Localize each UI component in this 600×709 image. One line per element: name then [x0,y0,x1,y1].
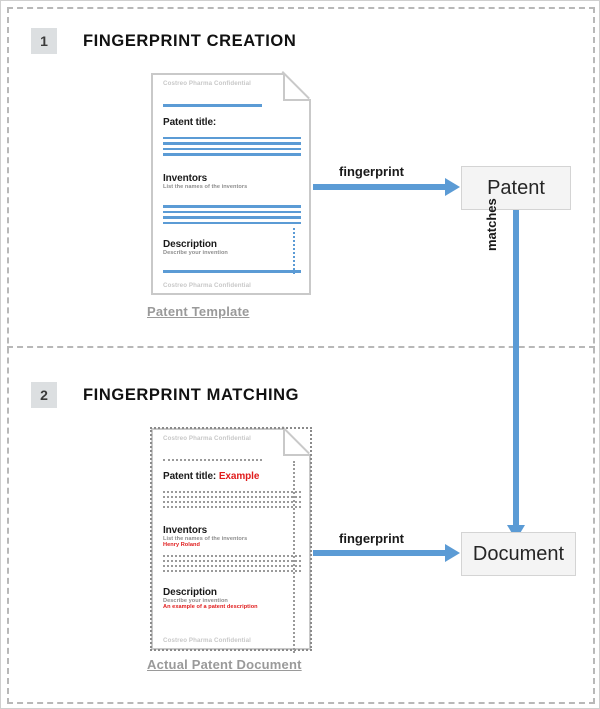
arrow-head-icon [445,544,460,562]
fingerprint-label-top: fingerprint [339,164,404,179]
section-header-1: 1 FINGERPRINT CREATION [31,28,296,54]
page-fold-corner-icon [283,428,311,456]
page-fold-corner-icon [283,73,311,101]
inventors-hint: List the names of the inventors [163,183,248,190]
rule-line [163,104,263,107]
document-result-box[interactable]: Document [461,532,576,576]
patent-template-caption: Patent Template [147,304,250,319]
document-content: Costreo Pharma Confidential Patent title… [163,435,301,653]
rule-line [163,216,301,219]
patent-title-value: Example [218,471,260,482]
section-number-badge-1: 1 [31,28,57,54]
description-hint: Describe your invention [163,250,228,257]
document-sheet [151,428,311,650]
description-label: Description [163,587,217,598]
rule-line [163,147,301,151]
description-label: Description [163,239,217,251]
rule-line [163,204,301,208]
section-title-2: FINGERPRINT MATCHING [83,385,300,404]
rule-line [163,565,301,567]
arrow-head-icon [445,178,460,196]
document-content: Costreo Pharma Confidential Patent title… [163,80,301,289]
confidential-header: Costreo Pharma Confidential [163,80,251,87]
inventors-hint: List the names of the inventors [163,536,248,542]
rule-line [163,270,301,273]
inventors-label: Inventors [163,172,208,184]
patent-title-row: Patent title: Example [163,471,301,482]
rule-line [163,142,301,145]
matches-label: matches [484,198,499,251]
rule-line [163,210,301,214]
section-divider [7,346,595,348]
confidential-footer: Costreo Pharma Confidential [163,282,251,289]
rule-line [163,570,301,572]
patent-result-box[interactable]: Patent [461,166,571,210]
patent-template-document[interactable]: Costreo Pharma Confidential Patent title… [151,73,311,295]
patent-title-label: Patent title: [163,471,217,482]
rule-line [163,496,301,498]
actual-patent-document[interactable]: Costreo Pharma Confidential Patent title… [150,427,312,653]
fingerprint-label-bottom: fingerprint [339,531,404,546]
patent-title-label: Patent title: [163,116,217,128]
rule-line [163,153,301,156]
section-number-badge-2: 2 [31,382,57,408]
confidential-header: Costreo Pharma Confidential [163,435,251,442]
section-title-1: FINGERPRINT CREATION [83,31,297,50]
description-hint: Describe your invention [163,598,228,604]
fingerprint-arrow-bottom [313,544,460,562]
rule-line [163,555,301,557]
description-value: An example of a patent description [163,604,258,610]
rule-line [163,491,301,493]
inventors-label: Inventors [163,525,208,536]
fingerprint-marker-dots [293,461,297,653]
fingerprint-arrow-top [313,178,460,196]
rule-line [163,560,301,562]
document-sheet [151,73,311,295]
document-box-label: Document [472,542,565,565]
rule-line [163,459,263,461]
rule-line [163,136,301,140]
inventors-value: Henry Roland [163,542,200,548]
actual-patent-caption: Actual Patent Document [147,657,302,672]
fingerprint-marker-dots [293,228,297,274]
matches-arrow [507,210,525,540]
rule-line [163,501,301,503]
patent-box-label: Patent [487,176,545,199]
section-header-2: 2 FINGERPRINT MATCHING [31,382,299,408]
rule-line [163,506,301,508]
confidential-footer: Costreo Pharma Confidential [163,637,251,644]
rule-line [163,221,301,225]
